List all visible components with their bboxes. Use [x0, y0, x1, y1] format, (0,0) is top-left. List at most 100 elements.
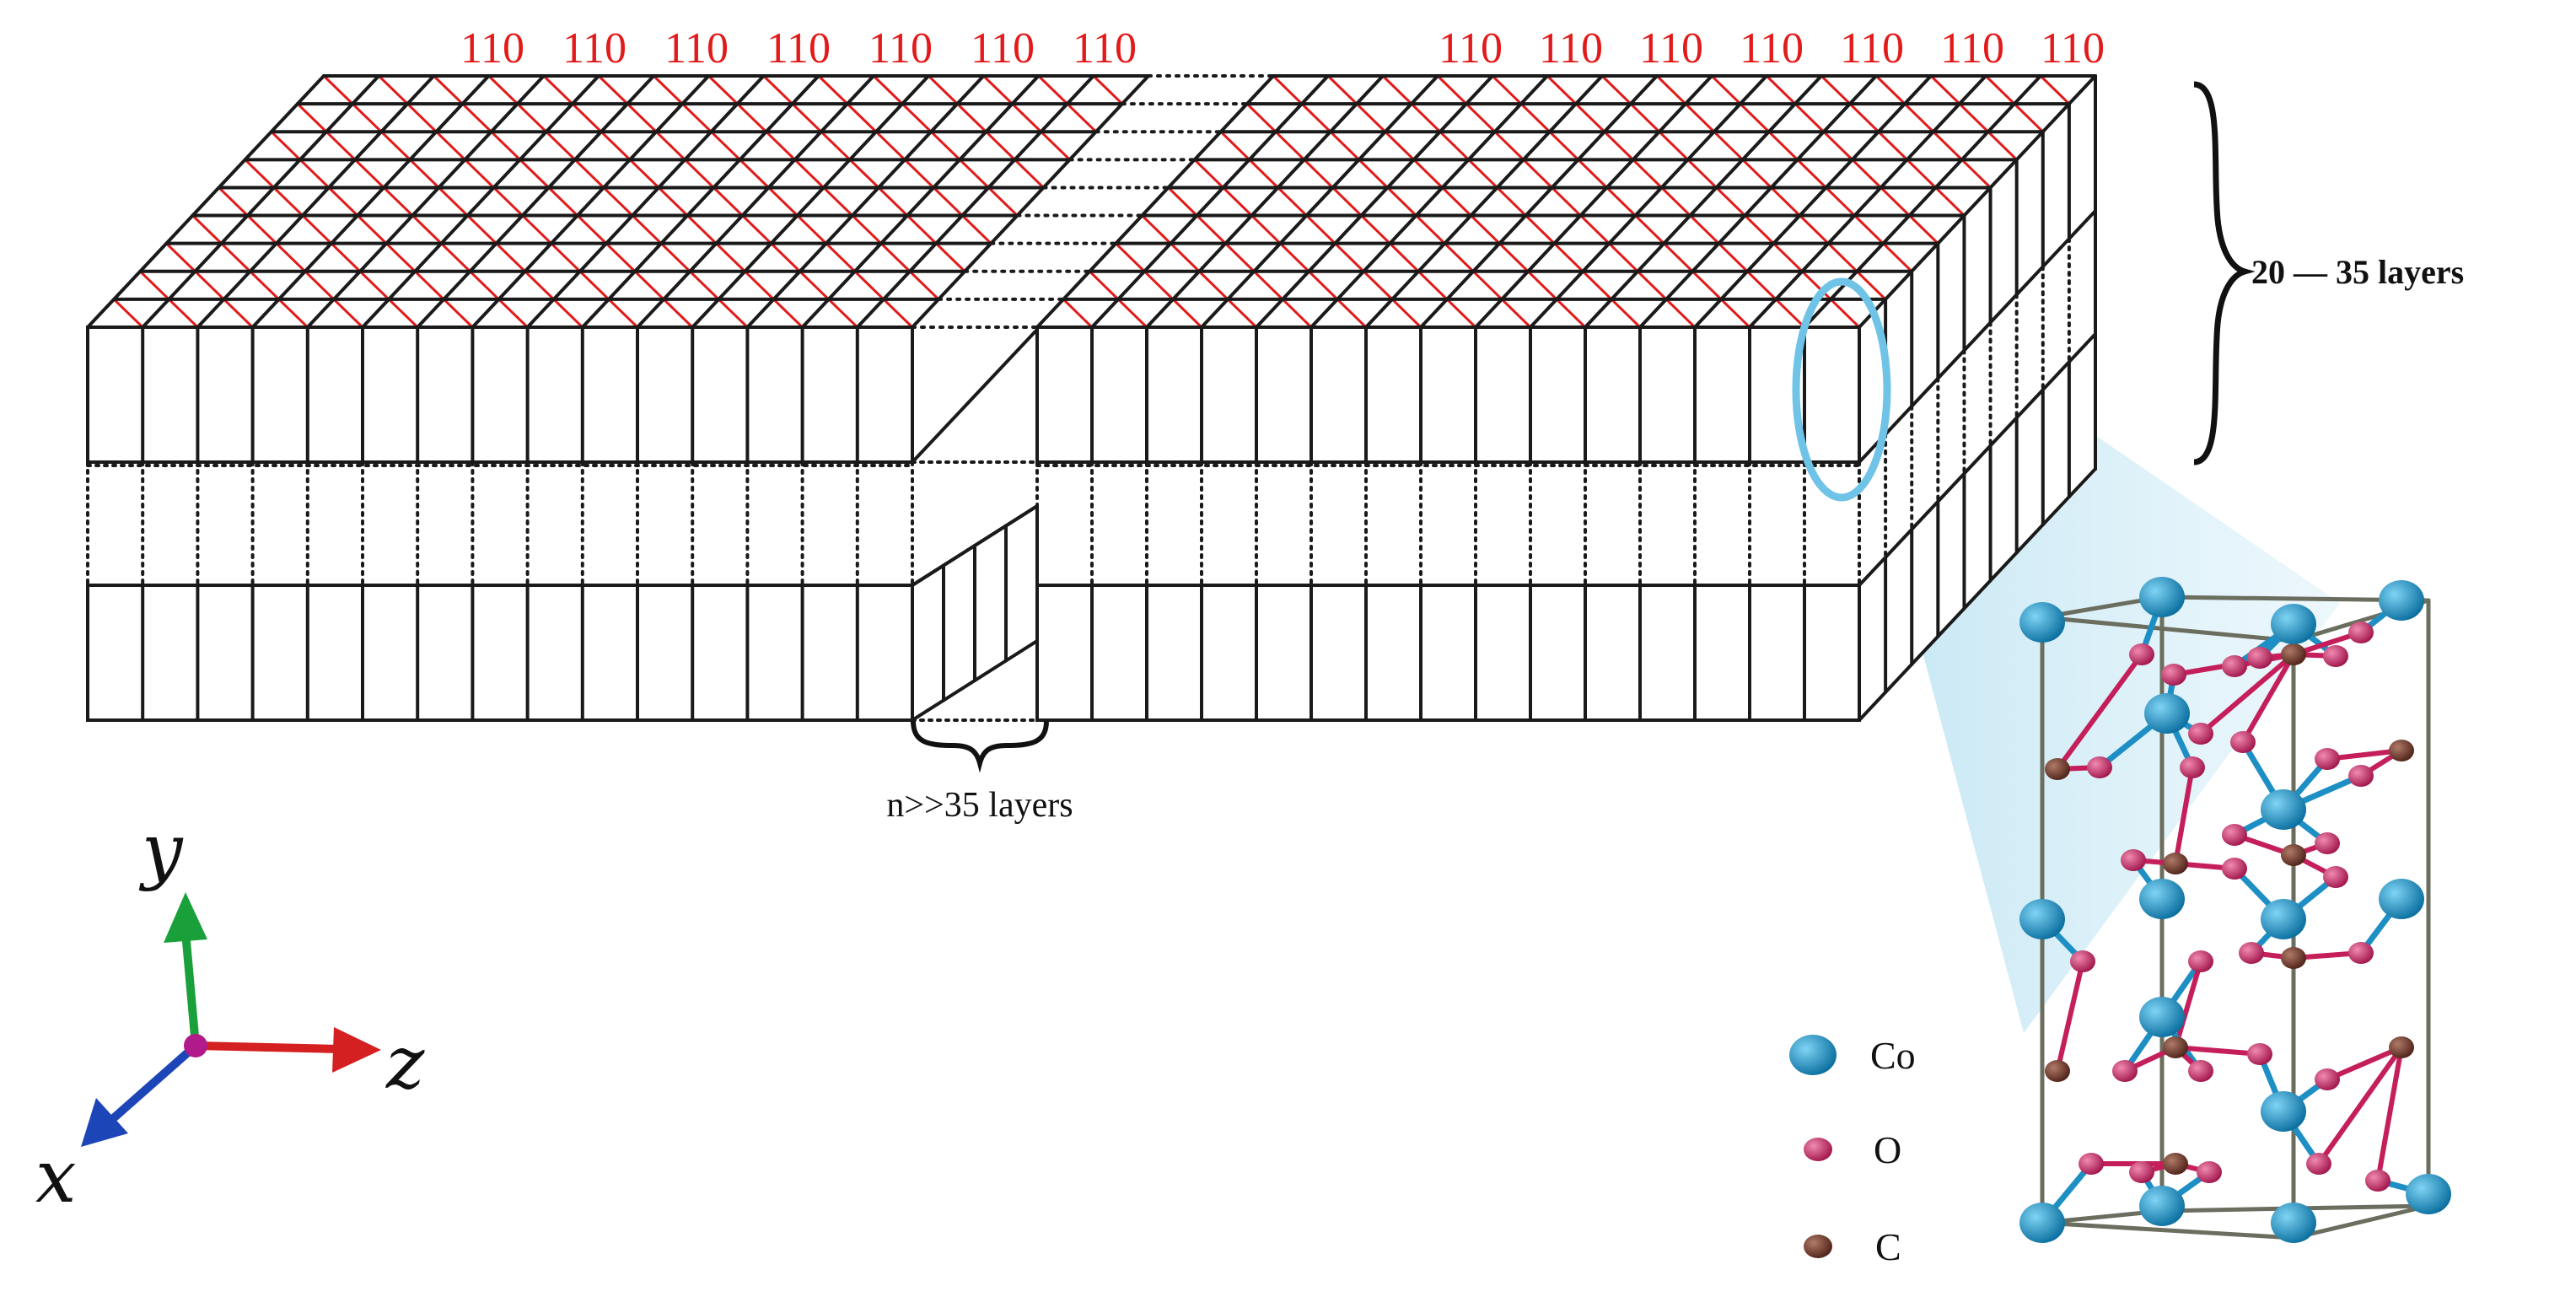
label-110-right-1: 110	[1539, 24, 1603, 73]
left-front-lower	[86, 584, 914, 722]
o-atom	[2112, 1060, 2138, 1082]
o-atom	[2239, 942, 2264, 964]
legend-c: C	[1804, 1225, 1901, 1268]
left-top-face	[86, 74, 1150, 329]
left-front-dotted	[86, 460, 914, 587]
axis-x-label: x	[35, 1135, 77, 1219]
o-atom	[2188, 723, 2213, 745]
axis-y-label: y	[138, 809, 184, 893]
right-block-side	[1858, 74, 2097, 722]
co-atom	[2139, 879, 2185, 919]
co-atom	[2379, 879, 2424, 919]
o-atom	[2222, 858, 2247, 880]
o-atom	[2197, 1161, 2222, 1183]
co-atom	[2261, 899, 2306, 939]
o-atom	[2188, 1060, 2213, 1082]
co-atom	[2406, 1174, 2451, 1214]
legend-c-label: C	[1875, 1225, 1901, 1268]
o-atom	[2121, 849, 2146, 871]
c-atom	[2281, 643, 2306, 665]
co-atom-icon	[1789, 1035, 1837, 1075]
c-atom	[2163, 853, 2188, 874]
o-atom	[2348, 942, 2374, 964]
origin-dot	[184, 1034, 207, 1057]
o-atom	[2087, 756, 2112, 778]
o-atom	[2180, 756, 2205, 778]
label-110-right-0: 110	[1439, 24, 1503, 73]
crystal-unit-cell	[2019, 577, 2451, 1243]
co-atom	[2139, 997, 2185, 1037]
o-atom	[2315, 832, 2340, 854]
z-axis-arrow	[195, 1041, 340, 1053]
co-atom	[2139, 577, 2185, 617]
co-atom	[2019, 899, 2065, 939]
c-atom	[2045, 758, 2070, 780]
label-110-left-3: 110	[766, 24, 831, 73]
o-atom	[2129, 1161, 2154, 1183]
c-atom	[2281, 947, 2306, 969]
c-atom	[2045, 1060, 2070, 1082]
thickness-label: 20 — 35 layers	[2251, 253, 2464, 291]
c-atom	[2389, 1036, 2414, 1058]
coordinate-axes	[81, 892, 381, 1147]
co-atom	[2271, 604, 2316, 644]
o-atom-icon	[1804, 1138, 1832, 1161]
co-atom	[2379, 580, 2424, 621]
label-110-left-4: 110	[869, 24, 933, 73]
legend-co-label: Co	[1870, 1034, 1916, 1077]
gap-bulk-step	[911, 503, 1039, 724]
o-atom	[2222, 655, 2247, 677]
co-atom	[2144, 693, 2190, 734]
label-110-right-6: 110	[2041, 24, 2105, 73]
label-110-left-5: 110	[971, 24, 1035, 73]
co-atom	[2271, 1203, 2316, 1243]
c-atom	[2163, 1153, 2188, 1175]
c-atom	[2389, 740, 2414, 761]
legend-co: Co	[1789, 1034, 1916, 1077]
right-front-lower	[1035, 584, 1861, 722]
o-atom	[2315, 748, 2340, 770]
y-axis-arrow	[181, 931, 200, 1047]
right-front-dotted	[1035, 460, 1861, 587]
thickness-brace	[2193, 81, 2256, 465]
label-110-left-1: 110	[562, 24, 627, 73]
axis-z-label: z	[385, 1021, 425, 1106]
right-front-upper	[1035, 326, 1861, 464]
c-atom	[2163, 1036, 2188, 1058]
gap-connectors	[911, 74, 1275, 329]
co-atom	[2019, 1203, 2065, 1243]
o-atom	[2247, 1043, 2272, 1065]
o-atom	[2129, 643, 2154, 665]
label-110-left-0: 110	[460, 24, 524, 73]
bulk-label: n>>35 layers	[886, 786, 1073, 825]
o-atom	[2306, 1153, 2331, 1175]
left-front-upper	[86, 326, 914, 464]
label-110-left-6: 110	[1073, 24, 1137, 73]
left-block-side	[912, 76, 1148, 462]
co-atom	[2019, 602, 2065, 643]
o-atom	[2230, 731, 2256, 753]
x-axis-arrow	[106, 1042, 199, 1125]
o-atom	[2222, 824, 2247, 846]
o-atom	[2188, 950, 2213, 972]
legend-o: O	[1804, 1128, 1901, 1171]
atoms	[2019, 577, 2451, 1243]
o-atom	[2315, 1068, 2340, 1090]
o-atom	[2323, 866, 2348, 888]
atom-legend: Co O C	[1789, 1034, 1916, 1268]
o-atom	[2348, 765, 2374, 787]
label-110-right-5: 110	[1940, 24, 2004, 73]
o-atom	[2365, 1170, 2390, 1192]
o-atom	[2070, 950, 2095, 972]
label-110-right-4: 110	[1840, 24, 1904, 73]
c-atom	[2281, 844, 2306, 866]
highlight-ellipse	[1792, 277, 1891, 502]
o-atom	[2161, 664, 2186, 686]
o-atom	[2348, 622, 2374, 643]
bulk-brace	[911, 720, 1049, 773]
label-110-right-3: 110	[1740, 24, 1804, 73]
c-atom-icon	[1804, 1235, 1832, 1258]
right-top-face	[1035, 74, 2097, 329]
